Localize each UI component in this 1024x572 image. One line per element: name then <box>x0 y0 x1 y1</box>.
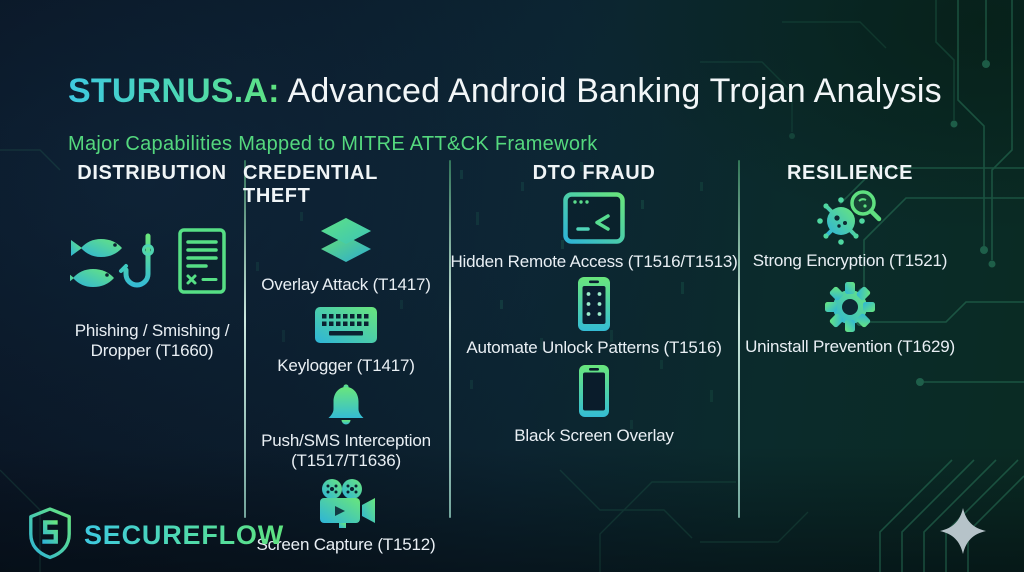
capability-label: Keylogger (T1417) <box>277 356 415 376</box>
virus-magnifier-icon <box>817 187 883 250</box>
capability-item: Automate Unlock Patterns (T1516) <box>466 276 722 358</box>
terminal-window-icon <box>563 191 625 249</box>
capability-item: Uninstall Prevention (T1629) <box>745 281 955 357</box>
column-distribution: DISTRIBUTION <box>52 162 252 362</box>
column-credential-theft: CREDENTIAL THEFT Overlay Attack (T1417) <box>243 162 449 555</box>
phone-black-screen-icon <box>578 364 610 423</box>
column-divider <box>244 160 246 518</box>
column-divider <box>738 160 740 518</box>
video-camera-icon <box>315 478 377 533</box>
shield-logo-icon <box>26 506 74 565</box>
capability-item: Phishing / Smishing / Dropper (T1660) <box>52 223 252 362</box>
phishing-fish-hook-document-icon <box>64 222 234 323</box>
keyboard-icon <box>314 306 378 349</box>
column-header: RESILIENCE <box>786 162 914 184</box>
capability-label: Uninstall Prevention (T1629) <box>745 337 955 357</box>
page-title: STURNUS.A: Advanced Android Banking Troj… <box>68 71 942 110</box>
column-divider <box>449 160 451 518</box>
page-subtitle: Major Capabilities Mapped to MITRE ATT&C… <box>68 132 598 155</box>
capability-label: Phishing / Smishing / Dropper (T1660) <box>74 321 230 361</box>
capability-label: Screen Capture (T1512) <box>256 534 436 554</box>
capability-label: Black Screen Overlay <box>514 425 674 445</box>
column-dto-fraud: DTO FRAUD Hidden Remote Access (T1516/T1… <box>450 162 738 446</box>
title-malware-name: STURNUS.A: <box>68 71 280 110</box>
capability-label: Overlay Attack (T1417) <box>261 275 431 294</box>
sparkle-star-icon <box>940 508 986 559</box>
capability-item: Hidden Remote Access (T1516/T1513) <box>450 191 738 272</box>
capability-item: Black Screen Overlay <box>514 364 674 446</box>
bell-icon <box>325 383 367 430</box>
capability-label: Hidden Remote Access (T1516/T1513) <box>450 252 738 271</box>
capability-item: Overlay Attack (T1417) <box>261 216 431 295</box>
phone-unlock-pattern-icon <box>577 276 611 337</box>
capability-item: Screen Capture (T1512) <box>256 478 436 555</box>
capability-item: Push/SMS Interception (T1517/T1636) <box>243 384 449 472</box>
gear-icon <box>823 281 877 338</box>
capability-item: Keylogger (T1417) <box>277 306 415 376</box>
column-header: CREDENTIAL THEFT <box>243 162 378 207</box>
title-description: Advanced Android Banking Trojan Analysis <box>279 71 942 110</box>
capability-label: Automate Unlock Patterns (T1516) <box>466 338 722 358</box>
brand-name: SECUREFLOW <box>84 520 284 550</box>
capability-label: Push/SMS Interception (T1517/T1636) <box>261 430 431 471</box>
brand-footer: SECUREFLOW <box>26 506 284 565</box>
header: STURNUS.A: Advanced Android Banking Troj… <box>68 50 942 176</box>
column-resilience: RESILIENCE <box>740 162 960 358</box>
column-header: DTO FRAUD <box>532 162 656 184</box>
column-header: DISTRIBUTION <box>77 162 227 184</box>
capability-item: Strong Encryption (T1521) <box>753 189 947 271</box>
layers-icon <box>319 216 373 271</box>
capability-label: Strong Encryption (T1521) <box>752 251 948 270</box>
